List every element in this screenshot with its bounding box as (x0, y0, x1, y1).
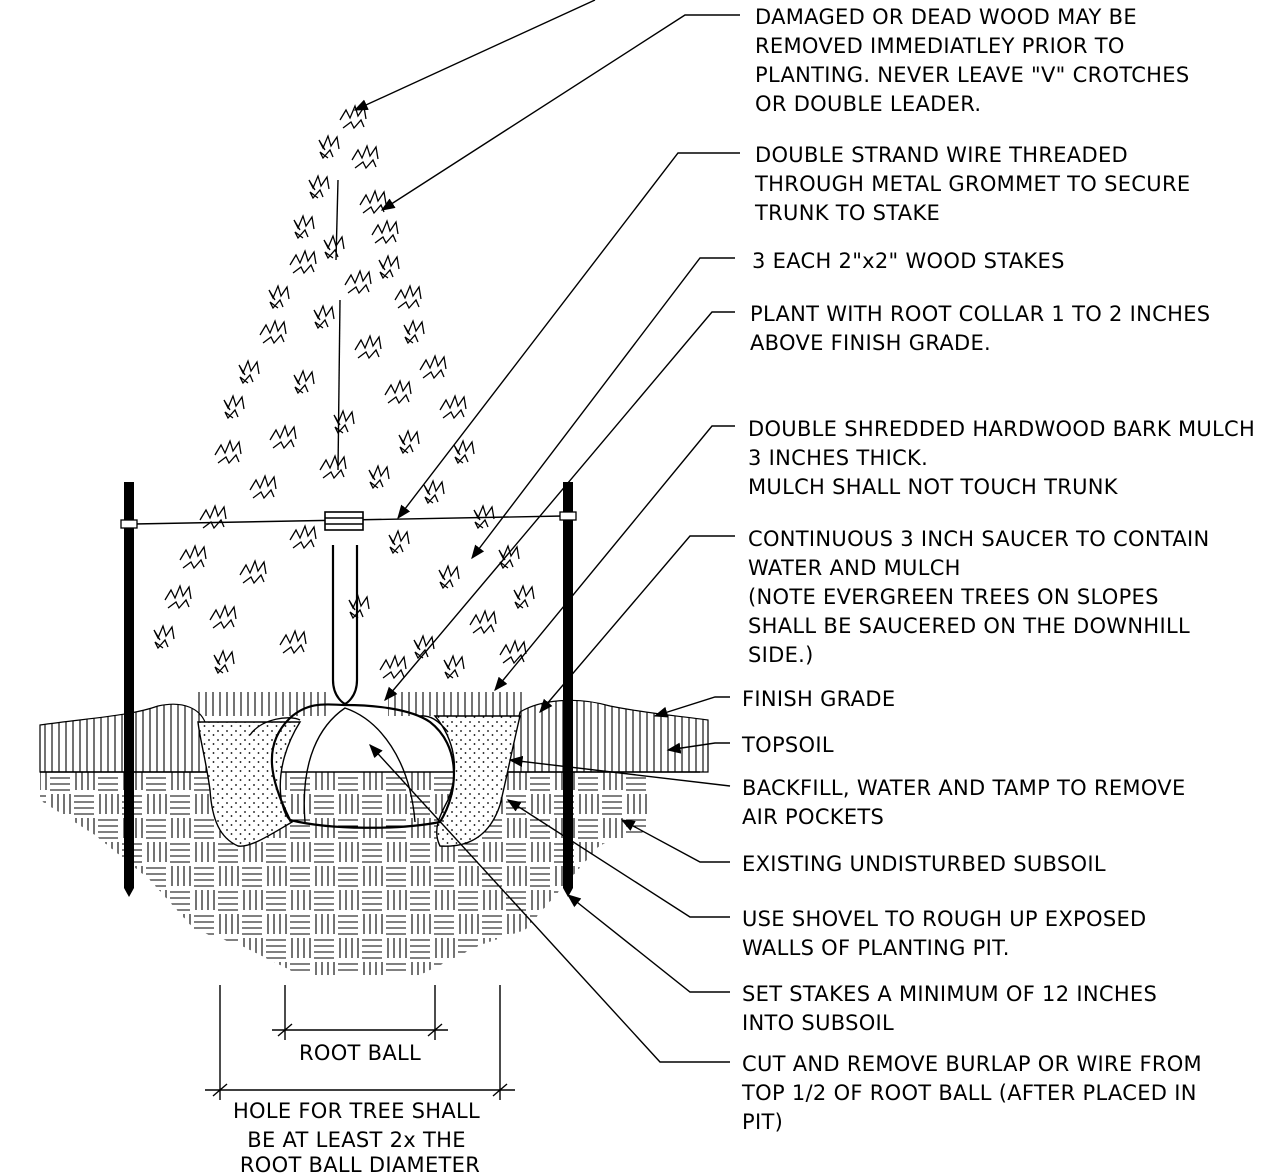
dimension-labels: ROOT BALL HOLE FOR TREE SHALL BE AT LEAS… (233, 1041, 487, 1175)
backfill (197, 715, 521, 847)
leader-lines (353, 0, 740, 1063)
mulch (198, 692, 524, 716)
wire-grommet (120, 511, 577, 531)
note-topsoil: TOPSOIL (741, 733, 834, 757)
note-root-collar: PLANT WITH ROOT COLLAR 1 TO 2 INCHES ABO… (750, 302, 1217, 355)
root-ball-label: ROOT BALL (299, 1041, 421, 1065)
wood-stakes (124, 482, 573, 897)
hole-label: HOLE FOR TREE SHALL BE AT LEAST 2x THE R… (233, 1099, 487, 1175)
note-saucer: CONTINUOUS 3 INCH SAUCER TO CONTAIN WATE… (748, 527, 1217, 667)
note-stake-depth: SET STAKES A MINIMUM OF 12 INCHES INTO S… (742, 982, 1164, 1035)
note-mulch: DOUBLE SHREDDED HARDWOOD BARK MULCH 3 IN… (748, 417, 1262, 499)
note-subsoil: EXISTING UNDISTURBED SUBSOIL (742, 852, 1106, 876)
subsoil-hatch (40, 771, 700, 975)
notes: DAMAGED OR DEAD WOOD MAY BE REMOVED IMME… (741, 5, 1262, 1134)
evergreen-tree (153, 104, 535, 706)
note-burlap: CUT AND REMOVE BURLAP OR WIRE FROM TOP 1… (741, 1052, 1209, 1134)
note-finish-grade: FINISH GRADE (742, 687, 895, 711)
note-damaged-wood: DAMAGED OR DEAD WOOD MAY BE REMOVED IMME… (755, 5, 1196, 116)
note-shovel: USE SHOVEL TO ROUGH UP EXPOSED WALLS OF … (742, 907, 1154, 960)
note-double-strand-wire: DOUBLE STRAND WIRE THREADED THROUGH META… (754, 143, 1197, 225)
note-wood-stakes: 3 EACH 2"x2" WOOD STAKES (752, 249, 1065, 273)
topsoil-hatch (39, 699, 709, 773)
note-backfill: BACKFILL, WATER AND TAMP TO REMOVE AIR P… (742, 776, 1193, 829)
dimension-lines (205, 985, 515, 1100)
